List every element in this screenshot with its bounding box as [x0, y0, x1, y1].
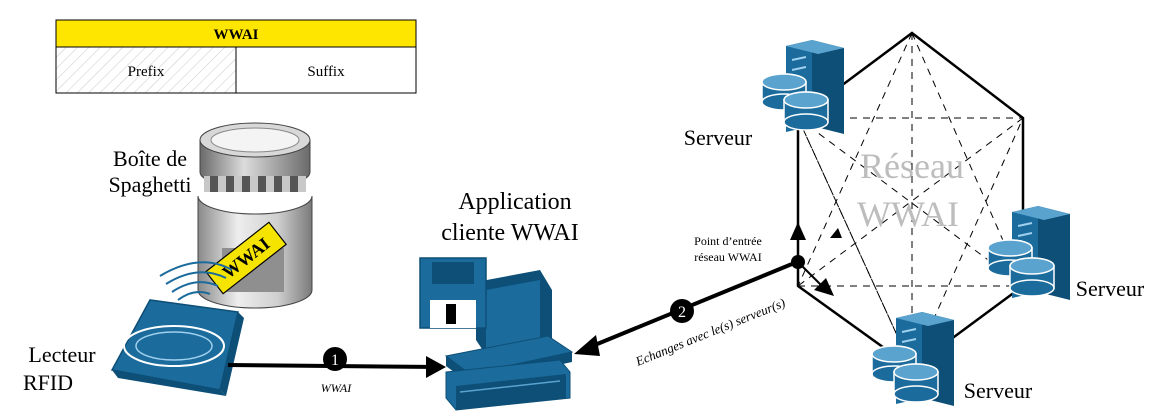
table-prefix-cell: [55, 46, 237, 94]
table-header-text: WWAI: [213, 27, 258, 43]
floppy-disk-icon: [419, 257, 487, 329]
reader-label-line1: Lecteur: [28, 342, 96, 367]
table-prefix-text: Prefix: [128, 64, 165, 80]
step2-label: Echanges avec le(s) serveur(s): [632, 295, 787, 369]
server-right: Serveur: [987, 205, 1145, 301]
client-computer: Application cliente WWAI: [419, 189, 579, 411]
step2-badge: [670, 299, 694, 323]
app-label-line2: cliente WWAI: [441, 220, 579, 246]
spaghetti-box: Boîte de Spaghetti WWAI: [108, 122, 313, 309]
box-stripe-band: [204, 176, 306, 192]
wwai-structure-table: WWAI Prefix Suffix: [55, 19, 417, 94]
arrow-step2: 2 Echanges avec le(s) serveur(s): [574, 262, 793, 369]
step1-badge: [323, 347, 347, 371]
table-header-cell: [55, 19, 417, 48]
entry-label-line1: Point d’entrée: [694, 234, 762, 248]
server-top-label: Serveur: [684, 125, 753, 150]
table-suffix-cell: [235, 46, 417, 94]
network-label-line1: Réseau: [860, 146, 964, 186]
entry-label-line2: réseau WWAI: [694, 250, 761, 264]
box-label-line2: Spaghetti: [108, 172, 191, 197]
step1-label: WWAI: [321, 381, 352, 395]
arrow-step1: 1 WWAI: [227, 347, 446, 395]
server-top: Serveur: [684, 39, 845, 150]
reader-label-line2: RFID: [23, 370, 73, 395]
entry-point-node: [791, 255, 805, 269]
wwai-network: Réseau WWAI Point d’entrée réseau WWAI: [694, 31, 1025, 370]
box-label-line1: Boîte de: [113, 146, 187, 171]
radio-waves-icon: [159, 261, 233, 301]
step1-badge-text: 1: [331, 352, 339, 369]
step2-badge-text: 2: [678, 304, 686, 321]
server-right-label: Serveur: [1076, 276, 1145, 301]
network-label-line2: WWAI: [857, 194, 959, 234]
server-bottom-label: Serveur: [964, 378, 1033, 403]
table-suffix-text: Suffix: [307, 64, 345, 80]
server-bottom: Serveur: [871, 311, 1033, 407]
rfid-reader: Lecteur RFID: [23, 261, 244, 396]
app-label-line1: Application: [458, 189, 571, 215]
